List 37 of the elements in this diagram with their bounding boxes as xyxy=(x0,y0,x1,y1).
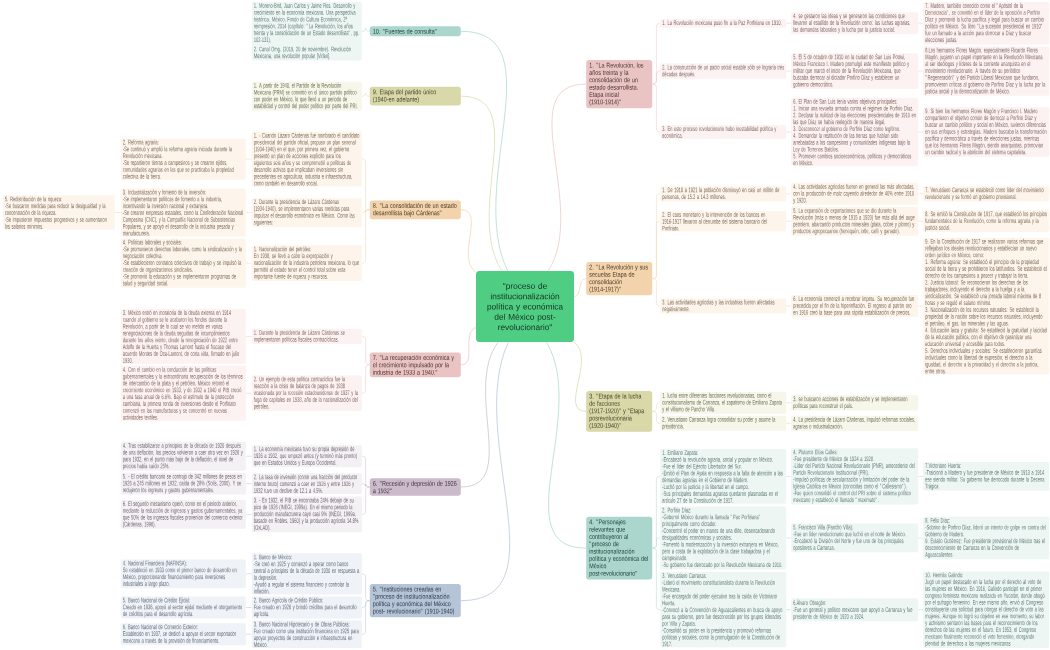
connector-line xyxy=(361,600,370,635)
connector-line xyxy=(652,537,661,549)
connector-line xyxy=(546,341,587,549)
central-topic-box: "proceso de institucionalización política y económica del México post-revolucionario" xyxy=(476,271,574,342)
connector-line xyxy=(573,341,587,412)
connector-line xyxy=(361,92,370,97)
connector-line xyxy=(361,28,370,32)
connector-line xyxy=(460,30,508,272)
connector-line xyxy=(460,341,499,488)
connector-line xyxy=(460,327,477,366)
connector-line xyxy=(361,573,370,601)
connector-line xyxy=(573,278,587,298)
connector-line xyxy=(361,483,370,488)
connector-line xyxy=(918,609,924,610)
connector-line xyxy=(361,158,370,211)
connector-line xyxy=(652,402,661,412)
connector-line xyxy=(786,609,792,610)
connector-line xyxy=(786,423,792,424)
connector-line xyxy=(361,486,370,515)
connector-line xyxy=(652,221,661,279)
connector-line xyxy=(652,83,661,133)
connector-line xyxy=(245,607,252,608)
connector-line xyxy=(245,212,252,213)
connector-line xyxy=(460,341,510,602)
connector-line xyxy=(547,83,587,272)
connector-line xyxy=(361,364,370,394)
connector-line xyxy=(114,212,121,213)
connector-line xyxy=(652,411,661,424)
connector-line xyxy=(460,209,477,273)
connector-line xyxy=(652,278,661,307)
connector-line xyxy=(361,209,370,264)
connector-line xyxy=(361,336,370,366)
connector-line xyxy=(652,70,661,85)
connector-line xyxy=(460,95,503,272)
connector-line xyxy=(786,476,792,477)
connector-line xyxy=(918,476,924,477)
connector-line xyxy=(652,547,661,610)
